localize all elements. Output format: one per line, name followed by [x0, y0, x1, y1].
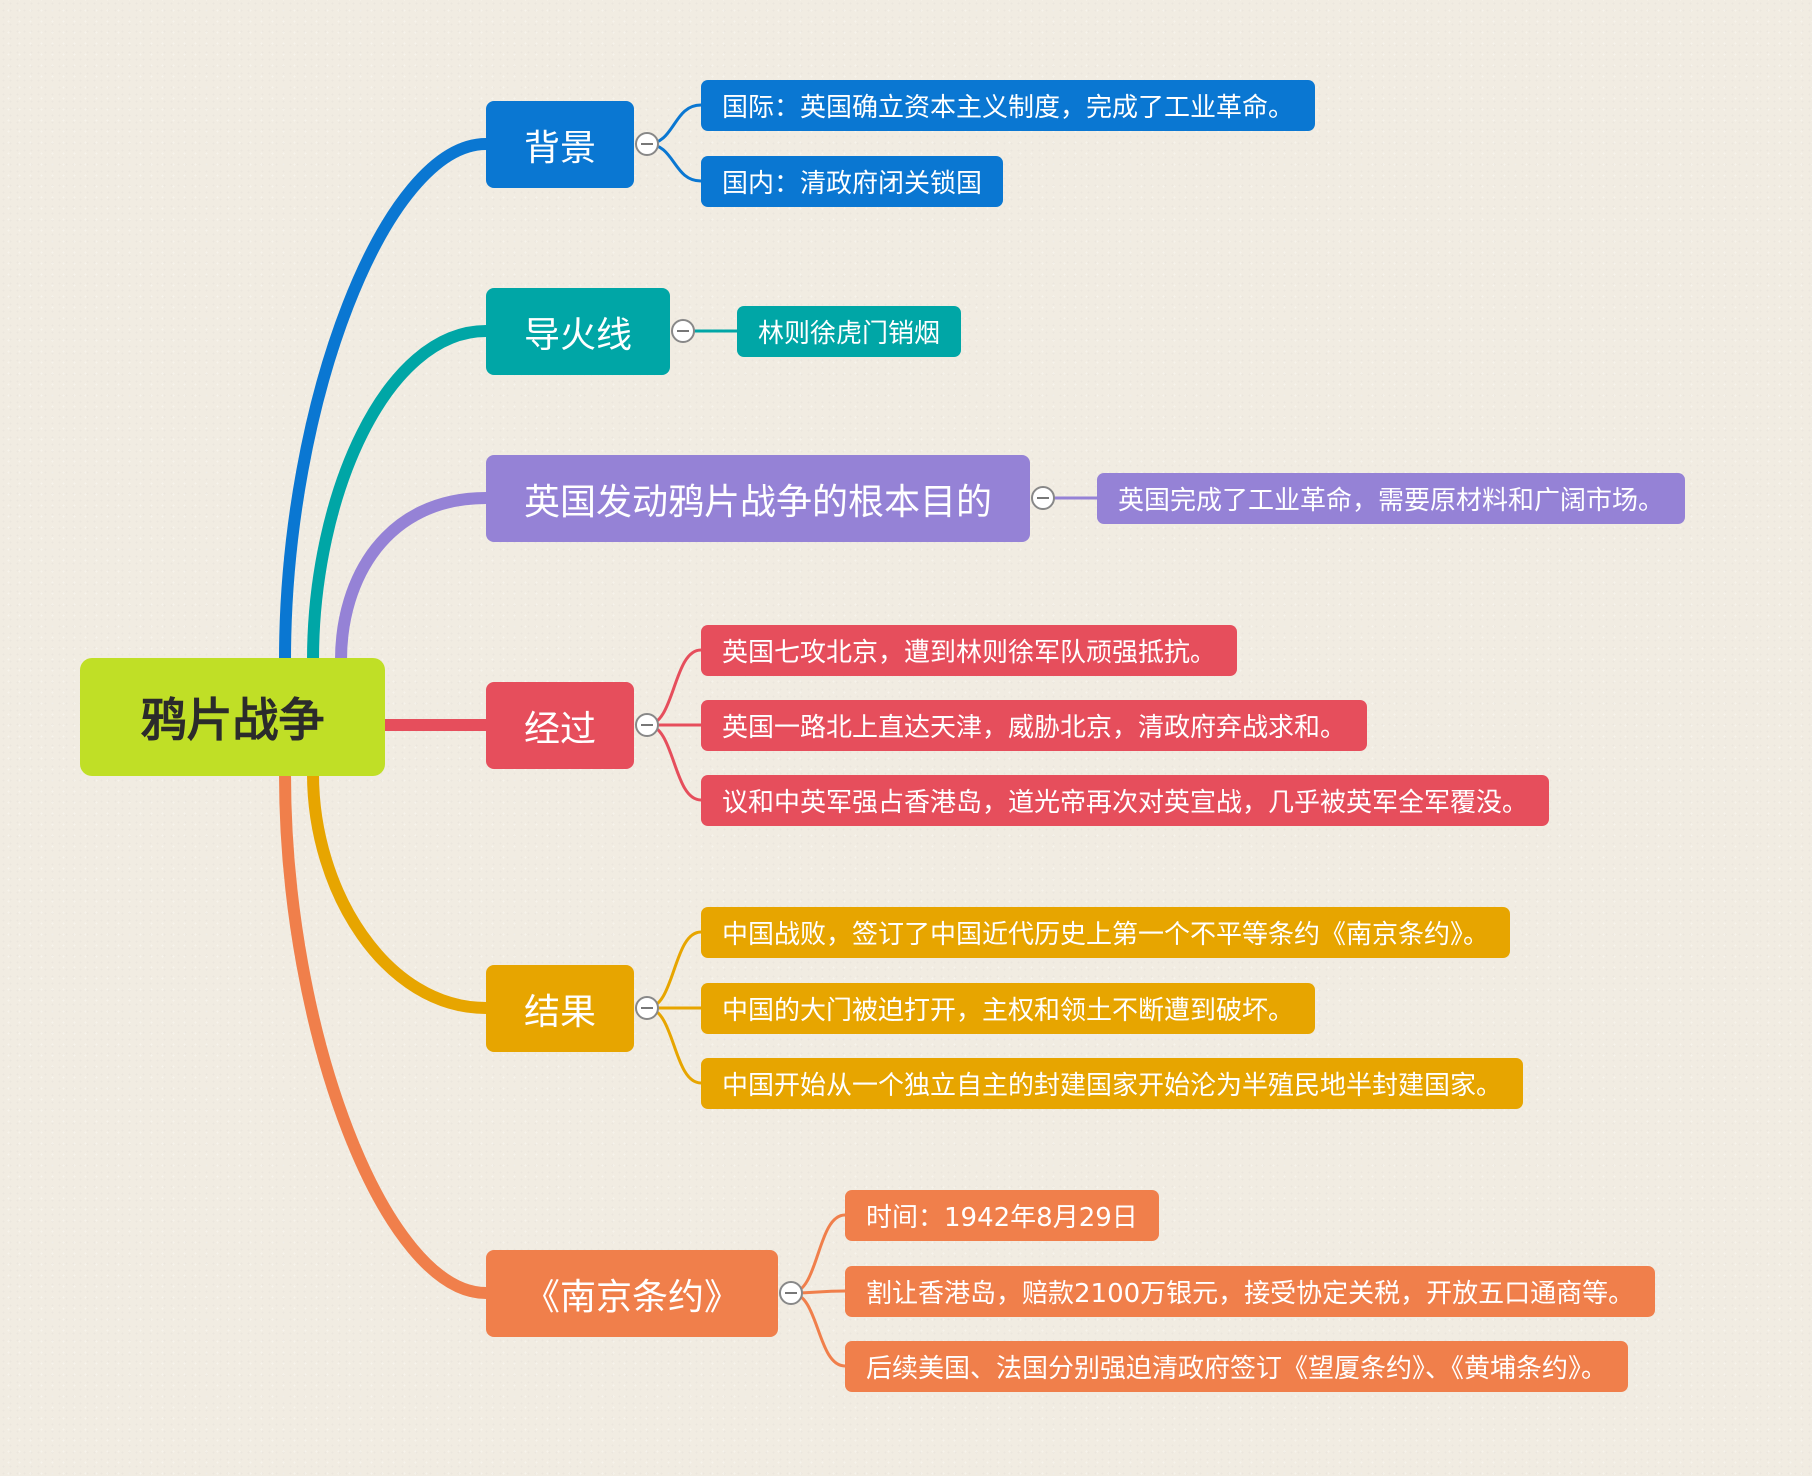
- branch-node-5[interactable]: 结果: [486, 965, 635, 1052]
- leaf-node-6-1[interactable]: 时间：1942年8月29日: [845, 1190, 1159, 1241]
- collapse-toggle-5[interactable]: [635, 996, 659, 1020]
- branch-connector-3: [335, 492, 492, 666]
- leaf-connector-4-1: [645, 648, 703, 727]
- leaf-node-1-2[interactable]: 国内：清政府闭关锁国: [701, 156, 1004, 207]
- branch-node-2[interactable]: 导火线: [486, 288, 671, 375]
- branch-node-4[interactable]: 经过: [486, 682, 635, 769]
- root-node[interactable]: 鸦片战争: [80, 658, 385, 776]
- leaf-node-5-2[interactable]: 中国的大门被迫打开，主权和领土不断遭到破坏。: [701, 983, 1316, 1034]
- branch-connector-2: [307, 325, 492, 666]
- leaf-node-4-1[interactable]: 英国七攻北京，遭到林则徐军队顽强抵抗。: [701, 625, 1238, 676]
- leaf-connector-5-3: [645, 1006, 703, 1085]
- leaf-connector-4-3: [645, 723, 703, 802]
- collapse-toggle-6[interactable]: [779, 1281, 803, 1305]
- branch-node-3[interactable]: 英国发动鸦片战争的根本目的: [486, 455, 1031, 542]
- collapse-toggle-2[interactable]: [671, 319, 695, 343]
- leaf-connector-6-1: [789, 1213, 847, 1295]
- branch-connector-6: [279, 768, 492, 1299]
- leaf-node-4-3[interactable]: 议和中英军强占香港岛，道光帝再次对英宣战，几乎被英军全军覆没。: [701, 775, 1550, 826]
- leaf-connector-5-1: [645, 930, 703, 1010]
- branch-connector-5: [307, 768, 492, 1014]
- branch-node-1[interactable]: 背景: [486, 101, 635, 188]
- collapse-toggle-3[interactable]: [1031, 486, 1055, 510]
- branch-connector-1: [279, 138, 492, 666]
- collapse-toggle-4[interactable]: [635, 713, 659, 737]
- leaf-node-5-1[interactable]: 中国战败，签订了中国近代历史上第一个不平等条约《南京条约》。: [701, 907, 1511, 958]
- leaf-node-1-1[interactable]: 国际：英国确立资本主义制度，完成了工业革命。: [701, 80, 1316, 131]
- leaf-node-5-3[interactable]: 中国开始从一个独立自主的封建国家开始沦为半殖民地半封建国家。: [701, 1058, 1524, 1109]
- leaf-node-6-3[interactable]: 后续美国、法国分别强迫清政府签订《望厦条约》、《黄埔条约》。: [845, 1341, 1629, 1392]
- leaf-node-6-2[interactable]: 割让香港岛，赔款2100万银元，接受协定关税，开放五口通商等。: [845, 1266, 1656, 1317]
- leaf-node-3-1[interactable]: 英国完成了工业革命，需要原材料和广阔市场。: [1097, 473, 1686, 524]
- branch-node-6[interactable]: 《南京条约》: [486, 1250, 779, 1337]
- leaf-connector-6-3: [789, 1291, 847, 1368]
- leaf-node-4-2[interactable]: 英国一路北上直达天津，威胁北京，清政府弃战求和。: [701, 700, 1368, 751]
- leaf-node-2-1[interactable]: 林则徐虎门销烟: [737, 306, 962, 357]
- collapse-toggle-1[interactable]: [635, 132, 659, 156]
